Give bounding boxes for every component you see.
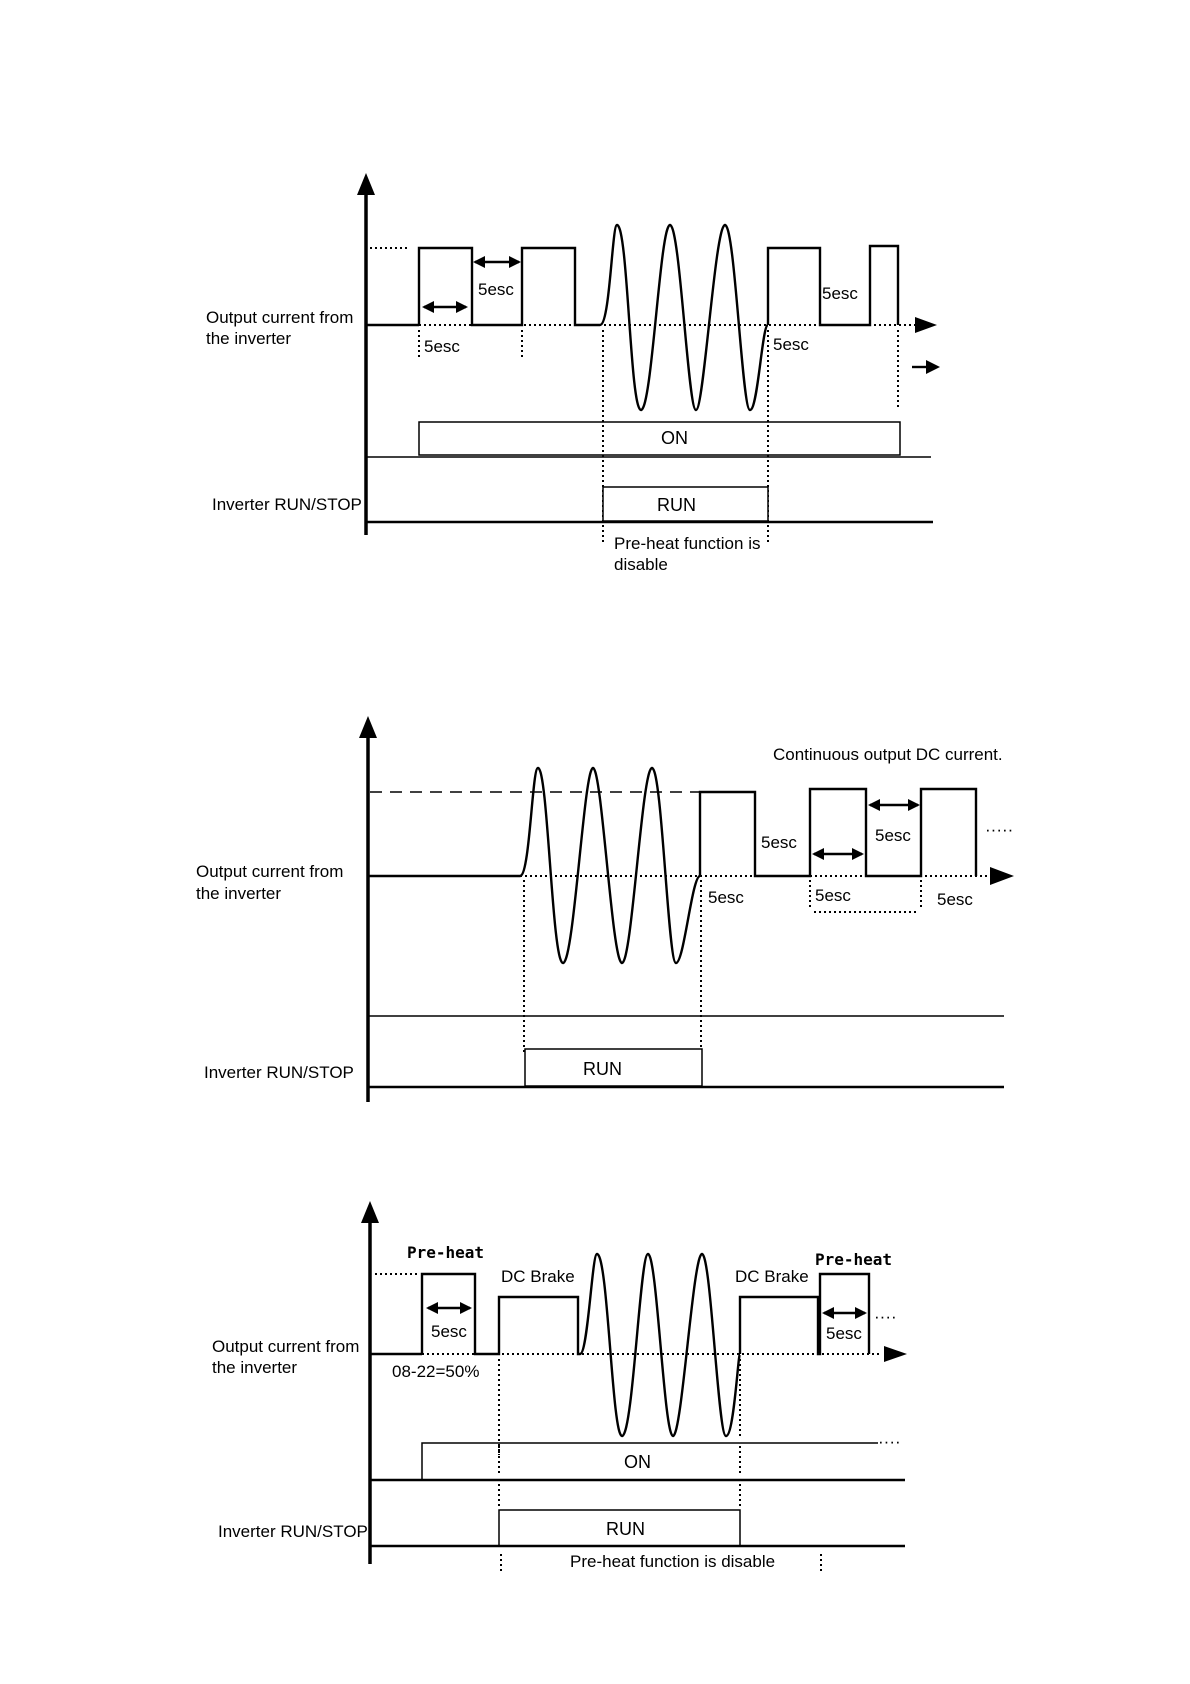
preheat-label: Pre-heat <box>407 1243 484 1262</box>
time-label: 5esc <box>937 890 973 909</box>
on-label: ON <box>661 428 688 448</box>
runstop-label: Inverter RUN/STOP <box>218 1522 368 1541</box>
runstop-label: Inverter RUN/STOP <box>204 1063 354 1082</box>
dc-pulse-waveform-right <box>766 244 900 327</box>
y-axis-label: the inverter <box>196 884 281 903</box>
note-label: Pre-heat function is disable <box>570 1552 775 1571</box>
dcbrake-preheat-waveform-right <box>738 1272 871 1356</box>
preheat-dcbrake-waveform-left <box>420 1272 580 1356</box>
y-axis-label: Output current from <box>212 1337 359 1356</box>
continuation-dots: ···· <box>878 1432 901 1451</box>
time-axis-arrowhead <box>884 1346 907 1362</box>
run-label: RUN <box>657 495 696 515</box>
time-label: 5esc <box>875 826 911 845</box>
y-axis-label: Output current from <box>206 308 353 327</box>
ac-waveform <box>598 223 770 412</box>
ac-waveform <box>518 766 702 965</box>
on-label: ON <box>624 1452 651 1472</box>
time-axis-arrowhead <box>915 317 937 333</box>
continuous-label: Continuous output DC current. <box>773 745 1003 764</box>
dc-pulse-waveform-left <box>417 246 600 327</box>
continuation-dots: ···· <box>874 1307 897 1326</box>
note-label: Pre-heat function is <box>614 534 760 553</box>
run-label: RUN <box>583 1059 622 1079</box>
time-label: 5esc <box>431 1322 467 1341</box>
run-label: RUN <box>606 1519 645 1539</box>
level-setting-label: 08-22=50% <box>392 1362 479 1381</box>
dc-brake-label: DC Brake <box>735 1267 809 1286</box>
time-label: 5esc <box>424 337 460 356</box>
dc-pulse-waveform <box>698 787 978 878</box>
y-axis-arrowhead <box>357 173 375 195</box>
diagram-2: ····· Continuous output DC current. Outp… <box>196 716 1014 1102</box>
y-axis-arrowhead <box>361 1201 379 1223</box>
diagram-1: Output current from the inverter 5esc 5e… <box>206 173 940 574</box>
continuation-dots: ····· <box>985 820 1013 839</box>
note-label: disable <box>614 555 668 574</box>
y-axis-label: Output current from <box>196 862 343 881</box>
time-label: 5esc <box>708 888 744 907</box>
on-signal-box <box>418 421 901 456</box>
time-axis-arrowhead <box>990 867 1014 885</box>
continuation-arrowhead <box>926 360 940 374</box>
time-label: 5esc <box>826 1324 862 1343</box>
time-label: 5esc <box>815 886 851 905</box>
time-label: 5esc <box>761 833 797 852</box>
y-axis-label: the inverter <box>206 329 291 348</box>
run-signal-box <box>602 486 769 522</box>
time-label: 5esc <box>478 280 514 299</box>
y-axis-arrowhead <box>359 716 377 738</box>
preheat-label: Pre-heat <box>815 1250 892 1269</box>
time-label: 5esc <box>822 284 858 303</box>
ac-waveform <box>578 1252 742 1438</box>
runstop-label: Inverter RUN/STOP <box>212 495 362 514</box>
dc-brake-label: DC Brake <box>501 1267 575 1286</box>
run-signal-box <box>498 1509 741 1547</box>
time-label: 5esc <box>773 335 809 354</box>
diagram-3: ···· ···· Pre-heat DC Brake DC Brake Pre… <box>212 1201 907 1572</box>
on-signal-outline <box>421 1442 878 1479</box>
run-signal-box <box>524 1048 703 1087</box>
y-axis-label: the inverter <box>212 1358 297 1377</box>
